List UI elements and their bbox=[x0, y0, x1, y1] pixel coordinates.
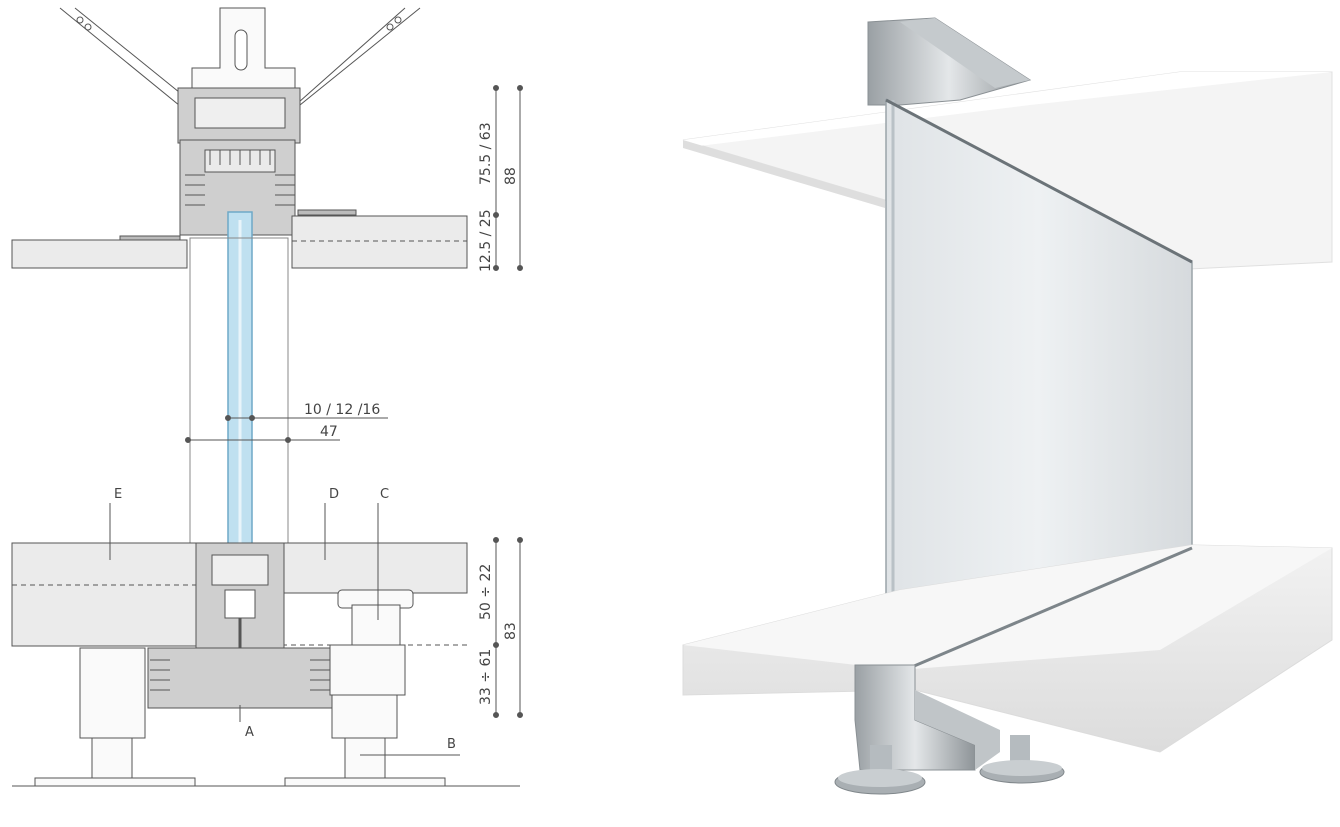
dim-bottom-upper: 50 ÷ 22 bbox=[478, 564, 494, 620]
section-drawing bbox=[11, 7, 523, 787]
vertical-dimensions bbox=[493, 85, 523, 718]
dim-top-upper: 75.5 / 63 bbox=[478, 122, 494, 185]
pedestal-right bbox=[284, 589, 446, 787]
pedestal-left bbox=[34, 647, 196, 787]
dim-bottom-lower: 33 ÷ 61 bbox=[478, 649, 494, 705]
callout-e: E bbox=[114, 487, 122, 502]
callout-d: D bbox=[329, 487, 339, 502]
dim-profile-width: 47 bbox=[320, 424, 338, 440]
callout-c: C bbox=[380, 487, 389, 502]
dim-top-lower: 12.5 / 25 bbox=[478, 209, 494, 272]
glass-width-dimension bbox=[185, 415, 388, 443]
callout-a: A bbox=[245, 725, 254, 740]
floor-slab bbox=[11, 542, 468, 647]
dim-top-total: 88 bbox=[503, 167, 519, 185]
ceiling-slab bbox=[11, 215, 468, 269]
ceiling-hangers bbox=[59, 7, 421, 111]
dim-glass: 10 / 12 /16 bbox=[304, 402, 380, 418]
lower-profile bbox=[147, 542, 334, 709]
ceiling-flange-right bbox=[297, 209, 357, 216]
product-render bbox=[682, 17, 1333, 795]
dim-bottom-total: 83 bbox=[503, 622, 519, 640]
callout-b: B bbox=[447, 737, 456, 752]
pedestal-feet bbox=[834, 735, 1065, 795]
